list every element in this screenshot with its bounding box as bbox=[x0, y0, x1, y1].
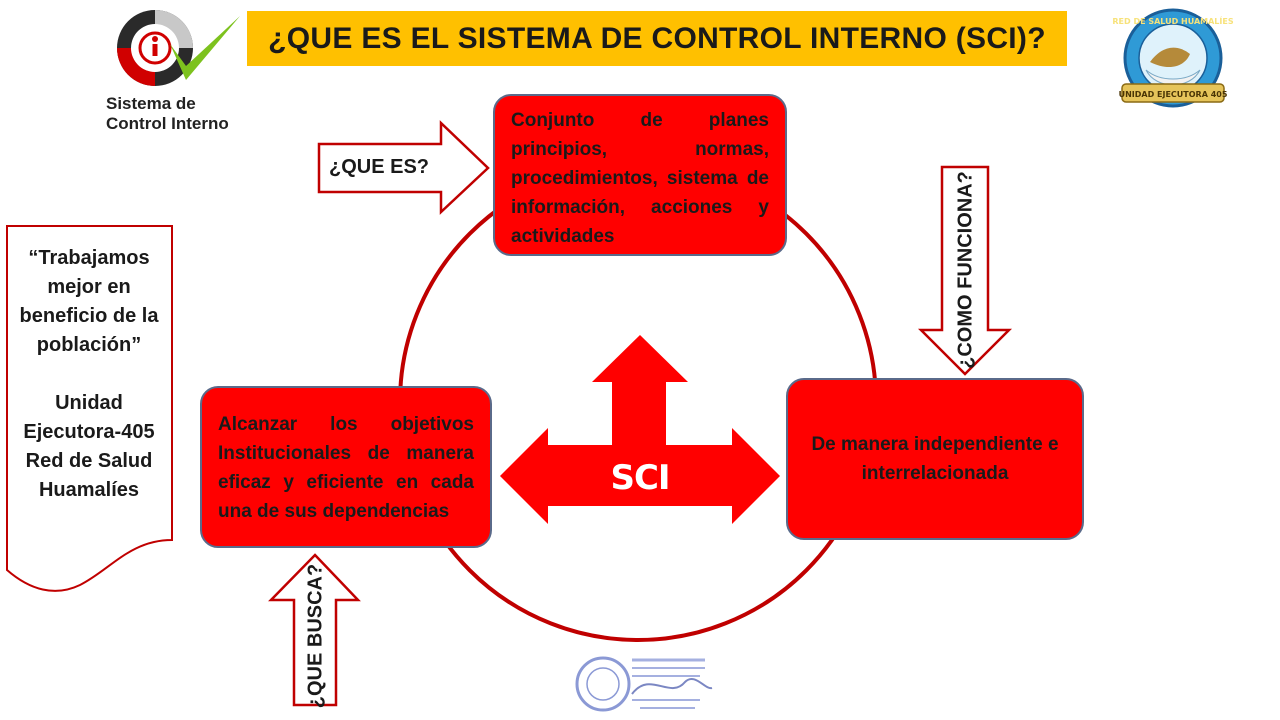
logo-label: Sistema de Control Interno bbox=[106, 94, 266, 134]
quote-block: “Trabajamos mejor en beneficio de la pob… bbox=[12, 244, 166, 505]
que-es-label: ¿QUE ES? bbox=[329, 156, 430, 178]
sci-center-label: SCI bbox=[610, 458, 670, 498]
official-stamp-signature bbox=[575, 656, 713, 712]
box-que-es: Conjunto de planes principios, normas, p… bbox=[493, 94, 787, 256]
quote-org-line3: Red de Salud bbox=[25, 450, 153, 472]
quote-org-line4: Huamalíes bbox=[38, 479, 140, 501]
seal-ribbon-text: UNIDAD EJECUTORA 405 bbox=[1119, 90, 1228, 99]
sci-center-arrow bbox=[500, 335, 780, 524]
quote-org-line2: Ejecutora-405 bbox=[23, 421, 155, 443]
que-es-arrow bbox=[317, 120, 490, 215]
red-de-salud-seal: UNIDAD EJECUTORA 405 RED DE SALUD HUAMAL… bbox=[1112, 8, 1234, 108]
logo-label-line2: Control Interno bbox=[106, 114, 229, 133]
sci-logo-icon bbox=[117, 10, 240, 86]
como-funciona-arrow bbox=[917, 165, 1013, 376]
title-banner: ¿QUE ES EL SISTEMA DE CONTROL INTERNO (S… bbox=[247, 11, 1067, 66]
quote-org-line1: Unidad bbox=[55, 392, 123, 414]
page-title: ¿QUE ES EL SISTEMA DE CONTROL INTERNO (S… bbox=[268, 21, 1046, 55]
como-funciona-label: ¿COMO FUNCIONA? bbox=[954, 171, 977, 369]
quote-text: “Trabajamos mejor en beneficio de la pob… bbox=[19, 247, 159, 356]
que-busca-label: ¿QUE BUSCA? bbox=[304, 563, 327, 709]
logo-label-line1: Sistema de bbox=[106, 94, 196, 113]
quote-panel bbox=[6, 225, 173, 592]
box-que-busca: Alcanzar los objetivos Institucionales d… bbox=[200, 386, 492, 548]
box-como-funciona: De manera independiente e interrelaciona… bbox=[786, 378, 1084, 540]
seal-top-text: RED DE SALUD HUAMALÍES bbox=[1112, 15, 1233, 26]
que-busca-arrow bbox=[268, 553, 361, 707]
box-como-funciona-text: De manera independiente e interrelaciona… bbox=[811, 434, 1059, 484]
